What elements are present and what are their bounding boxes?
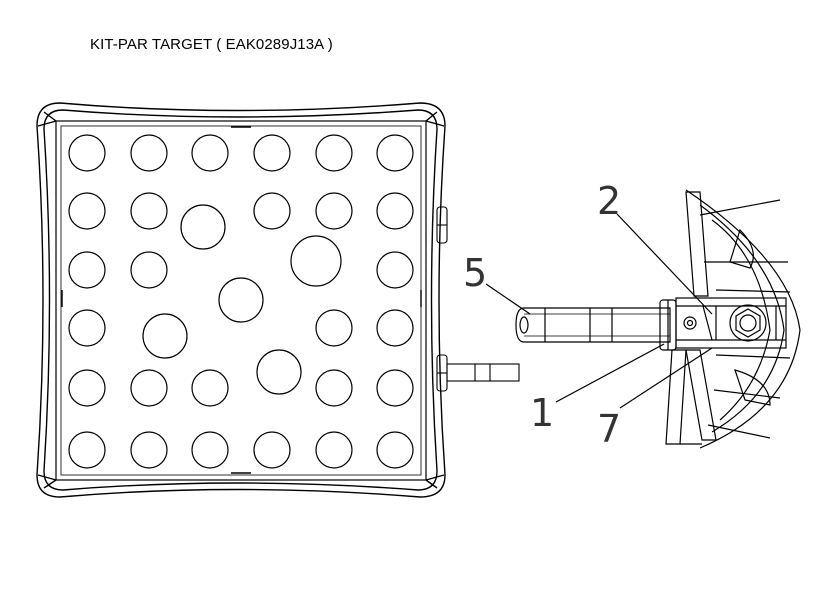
callout-7: 7 [597,407,621,451]
leader-2 [616,213,713,315]
target-dot [376,309,414,347]
hex-bolt-head [735,308,761,338]
hex-bolt-washer [729,304,767,342]
leader-7 [619,347,713,409]
target-large-dot [180,204,226,250]
target-large-dot [290,235,342,287]
target-dot [253,431,291,469]
target-dot [68,134,106,172]
shaft [515,307,671,343]
target-dot [130,251,168,289]
target-dot [315,309,353,347]
target-dot [130,134,168,172]
target-dot [376,192,414,230]
target-large-dot [142,313,188,359]
target-dot [253,134,291,172]
target-dot [315,192,353,230]
target-dot-grid [68,134,414,469]
target-dot [191,369,229,407]
corner-tl [37,111,57,127]
target-inner-frame [43,109,438,491]
target-large-dot [256,349,302,395]
clamp-arm-lower [685,349,717,441]
target-dot [68,431,106,469]
tire-outer [685,189,801,449]
target-dot [315,431,353,469]
callout-1: 1 [530,391,554,435]
tire-inner [699,204,785,433]
callout-2: 2 [597,179,621,223]
target-dot [68,309,106,347]
corner-tr [425,111,445,127]
shaft-end-hole [519,316,529,334]
plate-mount [436,206,520,392]
target-dot [315,134,353,172]
target-dot [130,431,168,469]
shaft-assembly [515,189,801,449]
plate-rod [446,363,520,382]
drawing-title: KIT-PAR TARGET ( EAK0289J13A ) [90,36,333,53]
target-dot [376,134,414,172]
target-dot [191,431,229,469]
target-dot [130,369,168,407]
leader-5 [485,283,531,315]
target-face [55,120,427,481]
leader-1 [555,343,665,403]
target-dot [130,192,168,230]
callout-5: 5 [463,251,487,295]
target-large-dot [218,277,264,323]
target-dot [376,369,414,407]
clamp-arm-upper [685,191,709,297]
target-dot [376,431,414,469]
leader-lines [485,213,713,409]
target-outer-frame [36,102,446,498]
target-dot [191,134,229,172]
target-dot [376,251,414,289]
clamp-arm-lower-b [665,349,687,445]
target-dot [315,369,353,407]
corner-bl [37,474,57,489]
target-dot [68,192,106,230]
target-dot [253,192,291,230]
target-dot [68,369,106,407]
corner-br [425,474,445,489]
target-dot [68,251,106,289]
target-plate [36,102,446,498]
target-face-inner [60,125,422,476]
bracket-block [675,297,787,349]
bracket-hole [683,316,697,330]
